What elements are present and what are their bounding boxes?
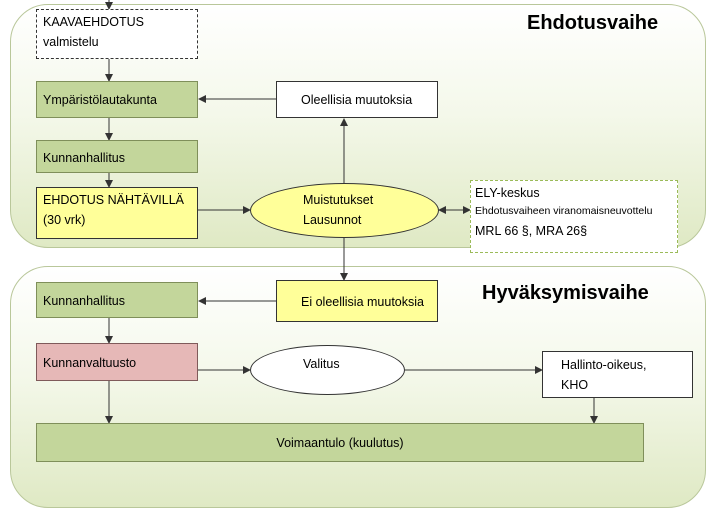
ehdotus-line1: EHDOTUS NÄHTÄVILLÄ xyxy=(43,193,185,207)
valitus-ellipse: Valitus xyxy=(250,345,405,395)
ehdotus-line2: (30 vrk) xyxy=(43,213,86,227)
ely-line3: MRL 66 §, MRA 26§ xyxy=(475,224,588,238)
oleellisia-muutoksia-label: Oleellisia muutoksia xyxy=(301,93,413,107)
hallinto-oikeus-box: Hallinto-oikeus, KHO xyxy=(542,351,693,398)
ymparistolautakunta-box: Ympäristölautakunta xyxy=(36,81,198,118)
ei-oleellisia-muutoksia-label: Ei oleellisia muutoksia xyxy=(301,295,424,309)
oleellisia-muutoksia-box: Oleellisia muutoksia xyxy=(276,81,438,118)
muistutukset-ellipse: Muistutukset Lausunnot xyxy=(250,183,439,238)
muistutukset-line1: Muistutukset xyxy=(303,193,374,207)
kunnanhallitus-box-proposal: Kunnanhallitus xyxy=(36,140,198,173)
kunnanvaltuusto-box: Kunnanvaltuusto xyxy=(36,343,198,381)
ely-line2: Ehdotusvaiheen viranomaisneuvottelu xyxy=(475,205,653,217)
ei-oleellisia-muutoksia-box: Ei oleellisia muutoksia xyxy=(276,280,438,322)
kunnanhallitus-label-proposal: Kunnanhallitus xyxy=(43,151,126,165)
ehdotus-nahtavilla-box: EHDOTUS NÄHTÄVILLÄ (30 vrk) xyxy=(36,187,198,239)
ely-keskus-box: ELY-keskus Ehdotusvaiheen viranomaisneuv… xyxy=(470,180,678,253)
kaavaehdotus-line1: KAAVAEHDOTUS xyxy=(43,15,144,29)
kunnanhallitus-label-approval: Kunnanhallitus xyxy=(43,294,126,308)
hallinto-line2: KHO xyxy=(561,378,589,392)
kunnanhallitus-box-approval: Kunnanhallitus xyxy=(36,282,198,318)
proposal-phase-title: Ehdotusvaihe xyxy=(527,12,659,34)
voimaantulo-label: Voimaantulo (kuulutus) xyxy=(276,436,404,450)
kaavaehdotus-box: KAAVAEHDOTUS valmistelu xyxy=(36,9,198,59)
ely-line1: ELY-keskus xyxy=(475,186,540,200)
approval-phase-title: Hyväksymisvaihe xyxy=(482,282,649,304)
muistutukset-line2: Lausunnot xyxy=(303,213,362,227)
hallinto-line1: Hallinto-oikeus, xyxy=(561,358,647,372)
kunnanvaltuusto-label: Kunnanvaltuusto xyxy=(43,356,137,370)
kaavaehdotus-line2: valmistelu xyxy=(43,35,99,49)
ymparistolautakunta-label: Ympäristölautakunta xyxy=(43,93,157,107)
valitus-label: Valitus xyxy=(303,357,340,371)
voimaantulo-box: Voimaantulo (kuulutus) xyxy=(36,423,644,462)
